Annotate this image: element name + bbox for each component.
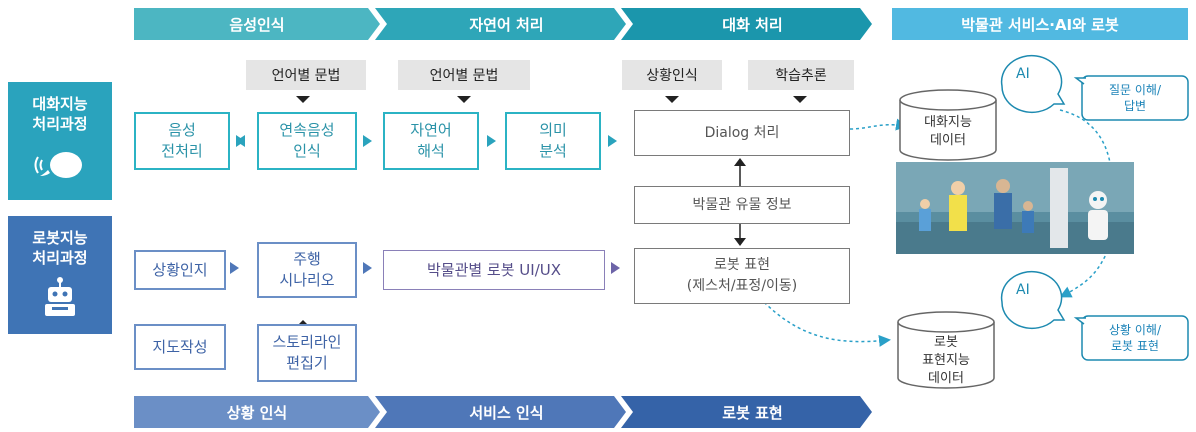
robot-process-title: 로봇지능 처리과정 — [32, 229, 88, 267]
arrow-down — [734, 238, 746, 246]
dotted-link — [849, 118, 908, 131]
bottom-chevron-label: 로봇 표현 — [722, 403, 783, 422]
dotted-link — [1059, 109, 1118, 181]
arrow-teal — [487, 135, 496, 147]
speech-bubble-icon — [1073, 75, 1189, 121]
arrow-down — [457, 96, 471, 103]
robot-expression-box: 로봇 표현 (제스처/표정/이동) — [634, 248, 850, 304]
top-chevron-label: 자연어 처리 — [469, 15, 544, 34]
dialog-process-panel: 대화지능 처리과정 — [8, 82, 112, 200]
ai-label: AI — [1016, 66, 1030, 82]
arrow-down — [665, 96, 679, 103]
museum-robot-photo — [896, 162, 1134, 254]
arrow-teal — [363, 135, 372, 147]
arrow-blue — [230, 262, 239, 274]
dialog-process-title: 대화지능 처리과정 — [32, 95, 88, 133]
semantic-analysis-box: 의미 분석 — [505, 112, 601, 170]
bottom-chevron-service — [375, 396, 626, 428]
bottom-chevron-situation — [134, 396, 380, 428]
top-right-banner — [892, 8, 1188, 40]
dialog-data-cylinder — [899, 89, 997, 161]
arrow-up — [734, 158, 746, 166]
bottom-chevron-label: 상황 인식 — [226, 403, 288, 422]
dialog-data-label: 대화지능 데이터 — [924, 115, 972, 148]
ai-head-icon — [1000, 54, 1066, 114]
robot-process-panel: 로봇지능 처리과정 — [8, 216, 112, 334]
bottom-chevron-label: 서비스 인식 — [469, 403, 544, 422]
arrow-blue — [363, 262, 372, 274]
bubble-top-text: 질문 이해/ 답변 — [1108, 83, 1162, 113]
arrow-purple — [611, 262, 620, 274]
arrow-teal — [236, 135, 245, 147]
dialog-process-box: Dialog 처리 — [634, 110, 850, 156]
arrow-down — [793, 96, 807, 103]
speech-bubble-icon — [1073, 315, 1189, 361]
grammar-label: 언어별 문법 — [246, 60, 366, 90]
top-chevron-dialog — [621, 8, 872, 40]
nlu-box: 자연어 해석 — [383, 112, 479, 170]
robot-icon — [45, 277, 75, 316]
learning-label: 학습추론 — [748, 60, 854, 90]
robot-data-label: 로봇 표현지능 데이터 — [922, 335, 970, 386]
ai-head-icon — [1000, 270, 1066, 330]
situation-awareness-box: 상황인지 — [134, 250, 226, 290]
dotted-link — [759, 297, 891, 347]
arrow-teal — [608, 135, 617, 147]
ai-label: AI — [1016, 282, 1030, 298]
museum-info-box: 박물관 유물 정보 — [634, 186, 850, 224]
robot-uiux-box: 박물관별 로봇 UI/UX — [383, 250, 605, 290]
top-right-banner-label: 박물관 서비스·AI와 로봇 — [961, 15, 1119, 34]
arrow-down — [296, 96, 310, 103]
storyline-editor-box: 스토리라인 편집기 — [257, 324, 357, 382]
bottom-chevron-expression — [621, 396, 872, 428]
top-chevron-speech — [134, 8, 380, 40]
chat-bubble-icon — [34, 152, 82, 178]
continuous-speech-box: 연속음성 인식 — [257, 112, 357, 170]
top-chevron-label: 대화 처리 — [722, 15, 783, 34]
robot-data-cylinder — [897, 311, 995, 389]
top-chevron-nlp — [375, 8, 626, 40]
speech-preprocess-box: 음성 전처리 — [134, 112, 230, 170]
map-building-box: 지도작성 — [134, 324, 226, 370]
bubble-bottom-text: 상황 이해/ 로봇 표현 — [1108, 323, 1162, 353]
context-label: 상황인식 — [622, 60, 722, 90]
grammar-label: 언어별 문법 — [398, 60, 530, 90]
top-chevron-label: 음성인식 — [229, 15, 285, 34]
driving-scenario-box: 주행 시나리오 — [257, 242, 357, 298]
